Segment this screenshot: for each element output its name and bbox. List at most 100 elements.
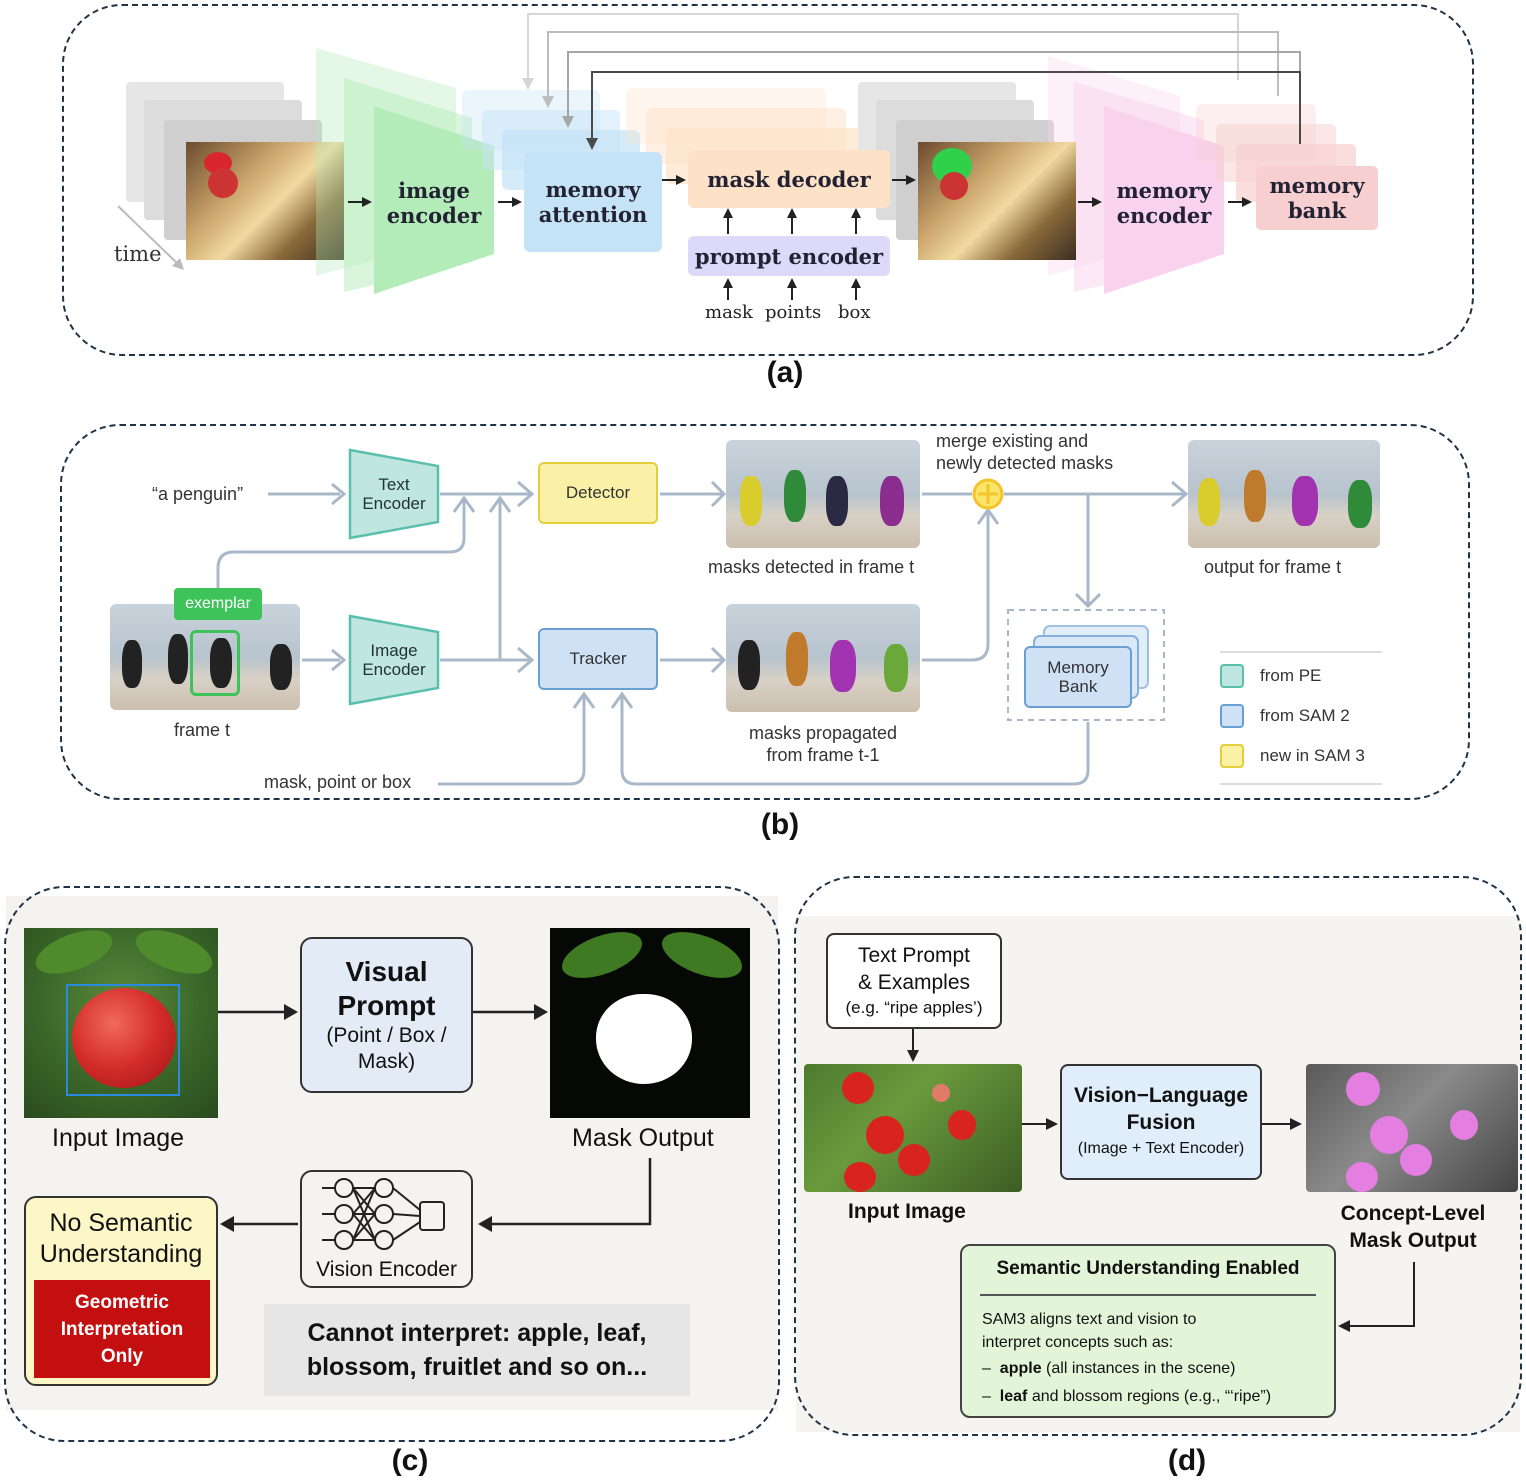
semantic-body-line2: interpret concepts such as:	[982, 1334, 1174, 1351]
memory-bank-b-line1: Memory	[1047, 658, 1109, 677]
cannot-line1: Cannot interpret: apple, leaf,	[307, 1319, 647, 1347]
bullet-leaf-rest: and blossom regions (e.g., “‘ripe”)	[1027, 1388, 1272, 1405]
memory-encoder-line2: encoder	[1116, 203, 1212, 228]
semantic-enabled-box: Semantic Understanding Enabled SAM3 alig…	[960, 1244, 1336, 1418]
memory-bank-b-line2: Bank	[1058, 677, 1098, 696]
visual-prompt-title-1: Visual	[345, 956, 428, 987]
masks-propagated-line2: from frame t-1	[766, 745, 880, 765]
text-prompt-penguin: “a penguin”	[152, 484, 244, 504]
tree-apple-1	[842, 1072, 874, 1104]
memory-bank-box: memory bank	[1256, 166, 1378, 230]
concept-apple-3	[1400, 1144, 1432, 1176]
prompt-input-mask: mask	[705, 302, 753, 323]
text-encoder-line1: Text	[378, 475, 410, 494]
text-encoder-line2: Encoder	[362, 494, 426, 513]
visual-prompt-sub-2: Mask)	[357, 1050, 416, 1073]
tracker-box: Tracker	[538, 628, 658, 690]
image-encoder-line2: encoder	[386, 203, 482, 228]
legend-swatch-pe	[1220, 664, 1244, 688]
image-encoder-b-label: Image Encoder	[350, 636, 438, 684]
fusion-line1: Vision−Language	[1073, 1084, 1249, 1107]
geometric-only-badge: Geometric Interpretation Only	[34, 1280, 210, 1378]
tree-apple-6	[932, 1084, 950, 1102]
tree-apple-5	[948, 1110, 976, 1140]
no-semantic-line1: No Semantic	[49, 1209, 193, 1237]
penguin-frame-image	[110, 604, 300, 710]
detected-penguin-green	[784, 470, 806, 522]
mask-decoder-label: mask decoder	[707, 166, 871, 192]
caption-c: (c)	[391, 1444, 429, 1477]
penguin-1	[122, 640, 142, 688]
concept-mask-output-image	[1306, 1064, 1518, 1192]
penguin-4	[270, 644, 292, 690]
text-prompt-line2: & Examples	[857, 971, 971, 994]
bullet-leaf-bold: leaf	[999, 1388, 1028, 1405]
penguin-3	[210, 638, 232, 688]
semantic-body-line1: SAM3 aligns text and vision to	[982, 1311, 1197, 1328]
concept-output-label: Concept-Level Mask Output	[1316, 1200, 1510, 1254]
memory-attention-line1: memory	[545, 177, 641, 202]
exemplar-badge: exemplar	[174, 588, 262, 620]
vision-encoder-box	[300, 1170, 473, 1288]
panel-b-frame	[60, 424, 1470, 800]
legend-label-sam3: new in SAM 3	[1260, 746, 1365, 765]
detector-label: Detector	[565, 483, 631, 502]
image-encoder-line1: image	[398, 178, 470, 203]
exemplar-highlight	[190, 630, 240, 696]
mask-point-box-label: mask, point or box	[264, 772, 412, 792]
concept-apple-5	[1450, 1110, 1478, 1140]
semantic-body: SAM3 aligns text and vision to interpret…	[982, 1308, 1196, 1354]
semantic-bullet-apple: – apple (all instances in the scene)	[982, 1360, 1236, 1377]
memory-bank-line1: memory	[1269, 173, 1365, 198]
semantic-bullet-leaf: – leaf and blossom regions (e.g., “‘ripe…	[982, 1388, 1272, 1405]
cannot-interpret-box: Cannot interpret: apple, leaf, blossom, …	[264, 1304, 690, 1396]
output-frame-label: output for frame t	[1204, 557, 1342, 577]
tree-apple-2	[866, 1116, 904, 1154]
caption-b: (b)	[760, 808, 800, 841]
caption-d: (d)	[1167, 1444, 1207, 1477]
vision-encoder-label: Vision Encoder	[316, 1258, 457, 1281]
propagated-penguin-orange	[786, 632, 808, 686]
prompt-encoder-label: prompt encoder	[694, 243, 884, 269]
exemplar-label: exemplar	[185, 595, 251, 612]
apple-mask-white	[596, 994, 692, 1084]
prompt-encoder-box: prompt encoder	[688, 236, 890, 276]
geometric-line1: Geometric	[75, 1291, 169, 1313]
visual-prompt-title-2: Prompt	[337, 990, 436, 1021]
apple-tree-input-image	[804, 1064, 1022, 1192]
output-penguin-orange	[1244, 470, 1266, 522]
visual-prompt-sub-1: (Point / Box /	[326, 1024, 447, 1047]
tree-apple-4	[844, 1162, 876, 1192]
memory-bank-b-box: Memory Bank	[1024, 646, 1132, 708]
propagated-penguin-purple	[830, 640, 856, 692]
penguin-2	[168, 634, 188, 684]
apple-mask-output-image	[550, 928, 750, 1118]
detected-penguin-purple	[880, 476, 904, 526]
legend-label-sam2: from SAM 2	[1260, 706, 1350, 725]
fusion-box: Vision−Language Fusion (Image + Text Enc…	[1060, 1064, 1262, 1180]
memory-encoder-label: memory encoder	[1108, 172, 1220, 234]
concept-apple-4	[1346, 1162, 1378, 1192]
cannot-line2: blossom, fruitlet and so on...	[306, 1353, 648, 1381]
fusion-line2: Fusion	[1126, 1111, 1196, 1134]
legend-label-pe: from PE	[1260, 666, 1322, 685]
mask-decoder-box: mask decoder	[688, 150, 890, 208]
merge-note-line2: newly detected masks	[936, 453, 1114, 473]
semantic-divider	[980, 1294, 1316, 1296]
apple-input-image	[24, 928, 218, 1118]
panel-d-frame	[794, 876, 1522, 1436]
geometric-line2: Interpretation	[60, 1318, 184, 1340]
legend-swatch-sam3	[1220, 744, 1244, 768]
detected-penguin-dark	[826, 476, 848, 526]
merge-note: merge existing and newly detected masks	[936, 430, 1113, 474]
propagated-penguin-green	[884, 644, 908, 692]
no-semantic-line2: Understanding	[39, 1240, 203, 1268]
output-frame-image	[1188, 440, 1380, 548]
semantic-title: Semantic Understanding Enabled	[996, 1258, 1300, 1279]
panel-c-frame	[4, 886, 780, 1442]
text-prompt-box: Text Prompt & Examples (e.g. “ripe apple…	[826, 933, 1002, 1029]
memory-bank-line2: bank	[1287, 198, 1347, 223]
panel-a-frame	[62, 4, 1474, 356]
memory-attention-box: memory attention	[524, 152, 662, 252]
